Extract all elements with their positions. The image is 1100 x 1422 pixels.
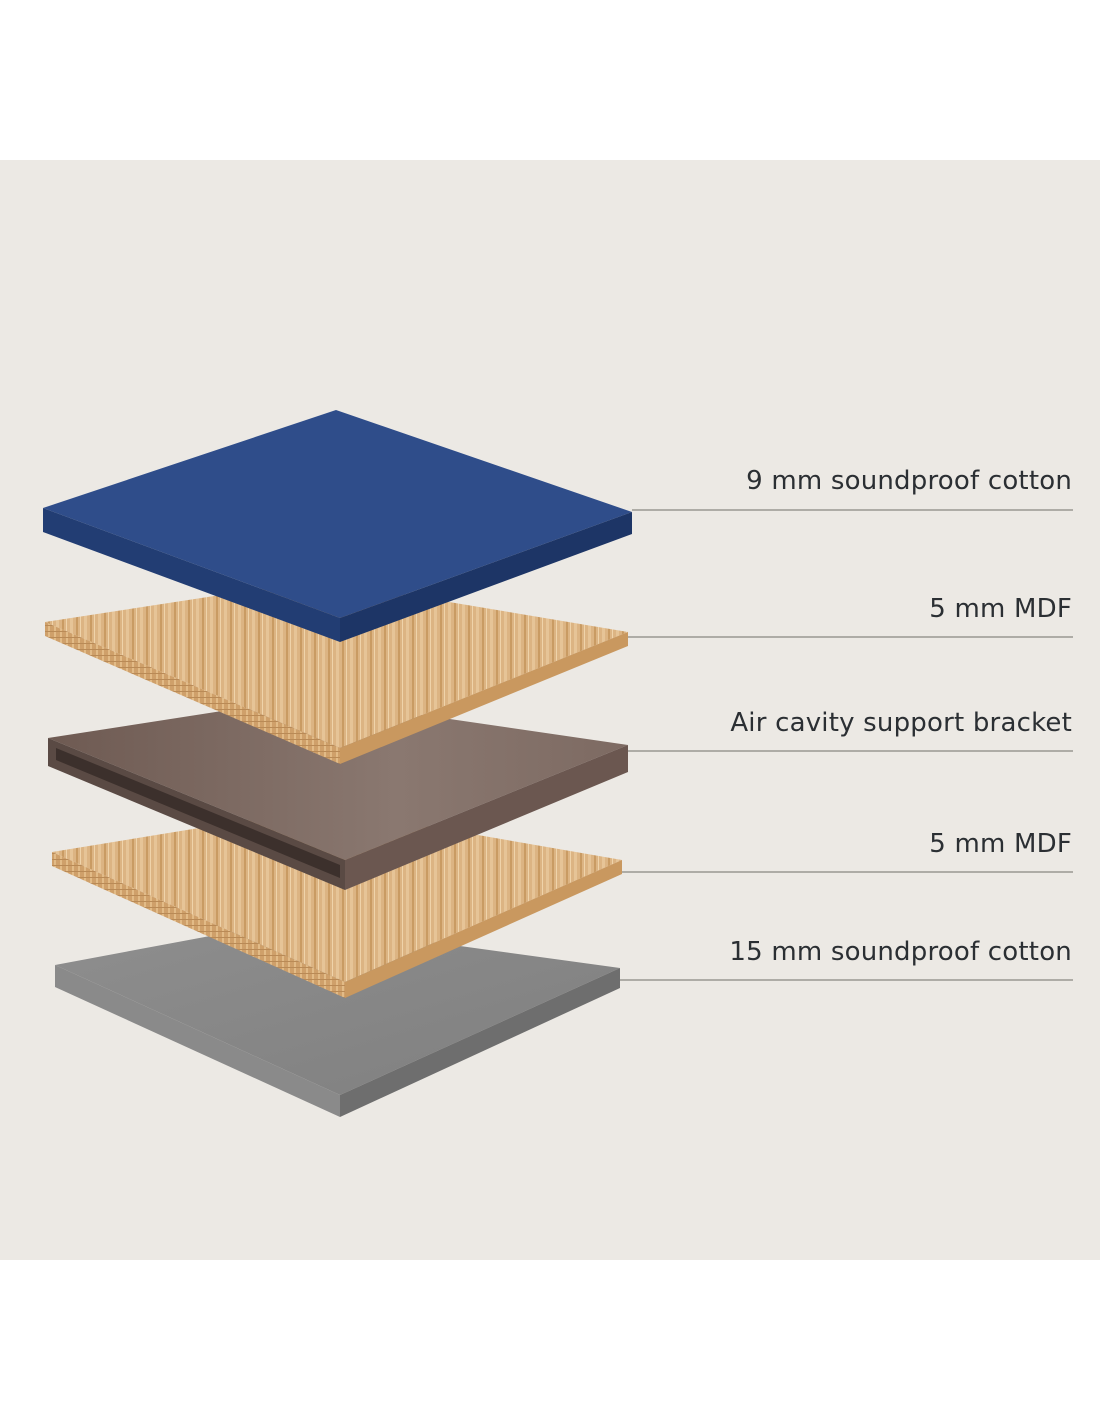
label-bottom-cotton: 15 mm soundproof cotton: [729, 937, 1072, 967]
layer-top-mdf: [45, 580, 628, 764]
layer-bottom-mdf: [52, 808, 622, 998]
label-bottom-mdf: 5 mm MDF: [929, 829, 1072, 859]
leader-lines: [620, 509, 1073, 981]
layer-bracket: [48, 698, 628, 890]
layer-stack-illustration: [43, 410, 1073, 1117]
label-bracket: Air cavity support bracket: [730, 708, 1072, 738]
layer-bottom-cotton: [55, 922, 620, 1117]
label-top-cotton: 9 mm soundproof cotton: [746, 466, 1072, 496]
label-top-mdf: 5 mm MDF: [929, 594, 1072, 624]
layer-top-cotton: [43, 410, 632, 642]
diagram-panel: 9 mm soundproof cotton 5 mm MDF Air cavi…: [0, 160, 1100, 1260]
